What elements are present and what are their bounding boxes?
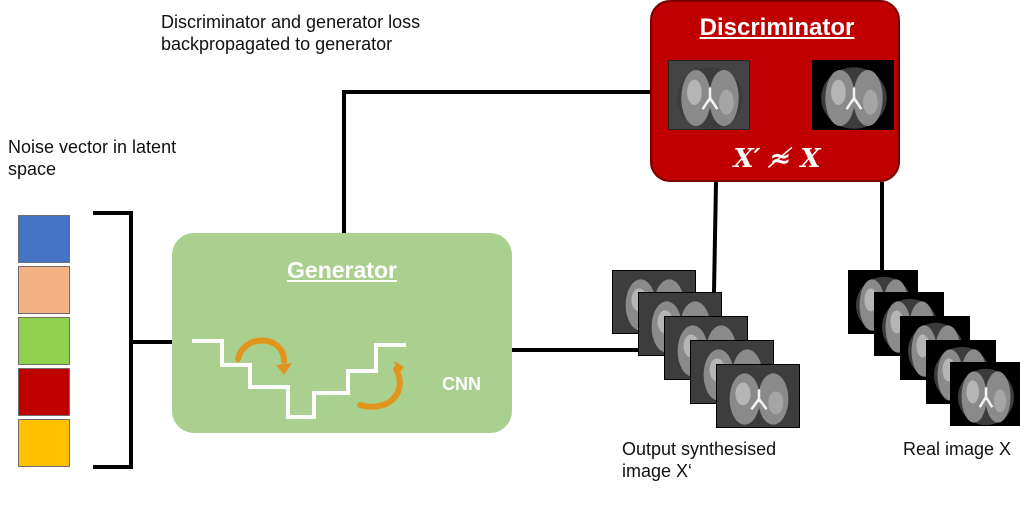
backprop-line [342, 90, 654, 233]
noise-cell-green [18, 317, 70, 365]
curved-arrow-icon [235, 337, 292, 375]
noise-caption: Noise vector in latent space [8, 137, 177, 179]
discriminator-real-scan [812, 60, 894, 130]
output-to-discriminator-line [712, 181, 718, 293]
discriminator-synthetic-scan [668, 60, 750, 130]
backprop-caption: Discriminator and generator loss backpro… [161, 12, 421, 54]
discriminator-formula: X′ ≉ X [733, 144, 821, 174]
generator-title: Generator [287, 257, 397, 283]
cnn-label: CNN [442, 374, 481, 394]
cnn-icon [192, 337, 406, 419]
discriminator-title: Discriminator [699, 14, 855, 41]
noise-bracket [93, 211, 133, 469]
output-scan-5 [716, 364, 800, 428]
noise-cell-peach [18, 266, 70, 314]
generator-box: Generator CNN [172, 233, 512, 433]
real-caption: Real image X [903, 439, 1012, 459]
real-scan-5 [950, 362, 1020, 426]
noise-cell-blue [18, 215, 70, 263]
noise-cell-red [18, 368, 70, 416]
curved-arrow-icon [357, 361, 404, 410]
noise-cell-yellow [18, 419, 70, 467]
output-caption: Output synthesised image X‘ [622, 439, 777, 481]
